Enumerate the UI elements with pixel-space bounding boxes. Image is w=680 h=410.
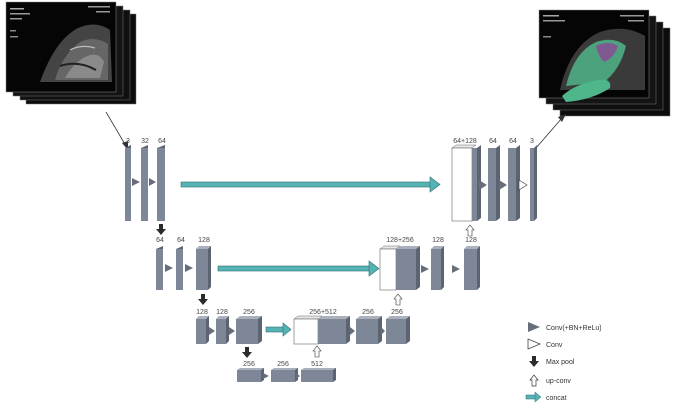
conv-bn-icon	[452, 265, 460, 273]
legend-label: Max pool	[546, 359, 575, 366]
legend-item: up-conv	[529, 374, 571, 387]
conv-bn-icon	[229, 327, 235, 335]
concat-feature-map-block	[379, 245, 420, 291]
conv-bn-icon	[421, 265, 429, 273]
channel-label: 64	[177, 237, 185, 244]
feature-map-block	[216, 316, 229, 344]
upconv-arrow	[465, 224, 475, 237]
feature-map-block	[236, 316, 262, 344]
legend-item: Max pool	[529, 356, 575, 367]
channel-label: 256	[243, 361, 255, 368]
encoder-level-3: 128 128 256	[196, 309, 262, 344]
maxpool-arrow	[242, 347, 252, 358]
channel-label: 128	[465, 237, 477, 244]
channel-label: 256	[362, 309, 374, 316]
channel-label: 64	[158, 138, 166, 145]
channel-label: 128	[216, 309, 228, 316]
hollow-triangle-icon	[527, 338, 541, 350]
up-arrow-icon	[529, 374, 539, 387]
legend-label: up-conv	[546, 378, 571, 385]
feature-map-block	[196, 246, 211, 290]
conv-icon	[518, 179, 528, 191]
feature-map-block	[271, 368, 298, 382]
input-scan	[5, 1, 117, 93]
channel-label: 128	[198, 237, 210, 244]
channel-label: 64+128	[453, 138, 477, 145]
feature-map-block	[196, 316, 209, 344]
output-pointer-arrow	[535, 114, 566, 149]
feature-map-block	[464, 246, 480, 290]
conv-bn-icon	[165, 264, 173, 272]
channel-label: 512	[311, 361, 323, 368]
feature-map-block	[431, 246, 444, 290]
legend-label: Conv(+BN+ReLu)	[546, 325, 602, 332]
feature-map-block	[176, 246, 183, 290]
channel-label: 256	[277, 361, 289, 368]
concat-feature-map-block	[451, 144, 481, 222]
channel-label: 256	[243, 309, 255, 316]
legend-label: Conv	[546, 342, 563, 349]
output-scan	[538, 9, 650, 102]
encoder-level-2: 64 64 128	[156, 237, 211, 290]
conv-bn-icon	[149, 178, 156, 186]
decoder-level-1: 64+128 64 64 3	[451, 138, 537, 222]
input-pointer-arrow	[105, 111, 128, 150]
conv-bn-icon	[479, 180, 487, 190]
conv-bn-icon	[263, 373, 269, 379]
feature-map-block	[141, 145, 148, 221]
legend: Conv(+BN+ReLu) Conv Max pool up-conv con…	[525, 322, 602, 403]
channel-label: 3	[126, 138, 130, 145]
channel-label: 128+256	[386, 237, 414, 244]
channel-label: 128	[432, 237, 444, 244]
channel-label: 256	[391, 309, 403, 316]
feature-map-block	[488, 145, 500, 221]
conv-bn-icon	[499, 180, 507, 190]
upconv-arrow	[393, 293, 403, 306]
conv-bn-icon	[296, 373, 300, 379]
feature-map-block	[125, 145, 131, 221]
maxpool-arrow	[156, 224, 166, 235]
down-arrow-icon	[529, 356, 539, 367]
decoder-level-2: 128+256 128 128	[379, 237, 480, 291]
input-scan-stack	[5, 1, 137, 105]
concat-arrow	[217, 260, 380, 277]
concat-arrow	[180, 176, 441, 193]
upconv-arrow	[312, 345, 322, 358]
conv-bn-icon	[185, 264, 193, 272]
concat-feature-map-block	[293, 315, 350, 345]
legend-item: Conv(+BN+ReLu)	[528, 322, 602, 332]
conv-bn-icon	[350, 327, 355, 335]
right-arrow-icon	[525, 391, 542, 403]
feature-map-block	[156, 246, 163, 290]
maxpool-arrow	[198, 294, 208, 305]
legend-item: concat	[525, 391, 567, 403]
conv-bn-icon	[209, 327, 215, 335]
concat-arrow	[265, 322, 292, 337]
decoder-level-3: 256+512 256 256	[293, 309, 410, 345]
channel-label: 3	[530, 138, 534, 145]
feature-map-block	[530, 145, 537, 221]
feature-map-block	[386, 316, 410, 344]
conv-bn-icon	[132, 178, 140, 186]
output-scan-stack	[538, 9, 671, 117]
conv-bn-icon	[381, 327, 385, 335]
channel-label: 32	[141, 138, 149, 145]
channel-label: 128	[196, 309, 208, 316]
feature-map-block	[237, 368, 264, 382]
channel-label: 64	[509, 138, 517, 145]
legend-label: concat	[546, 395, 567, 402]
feature-map-block	[356, 316, 382, 344]
encoder-level-1: 3 32 64	[125, 138, 166, 221]
channel-label: 256+512	[309, 309, 337, 316]
bottleneck-level: 256 256 512	[237, 361, 336, 382]
feature-map-block	[508, 145, 520, 221]
feature-map-block	[301, 368, 336, 382]
feature-map-block	[157, 145, 165, 221]
channel-label: 64	[156, 237, 164, 244]
channel-label: 64	[489, 138, 497, 145]
filled-triangle-icon	[528, 322, 540, 332]
legend-item: Conv	[527, 338, 563, 350]
